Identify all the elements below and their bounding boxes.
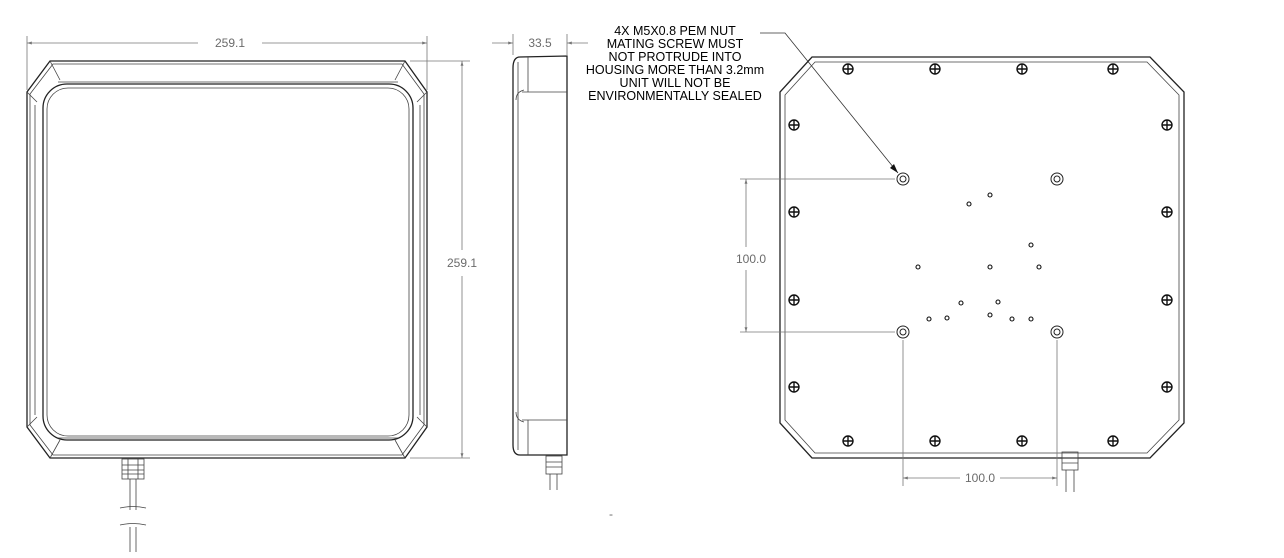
mount-horizontal-dimension: 100.0: [902, 340, 1058, 486]
pem-nut-hole-icon: [899, 328, 907, 336]
screw-cross-icon: [789, 207, 799, 217]
note-line: UNIT WILL NOT BE: [620, 76, 731, 90]
screw-cross-icon: [789, 382, 799, 392]
small-hole-icon: [1028, 316, 1034, 322]
back-view: [779, 56, 1185, 492]
note-line: 4X M5X0.8 PEM NUT: [614, 24, 736, 38]
screw-cross-icon: [1108, 436, 1118, 446]
pem-nut-icon: [1050, 325, 1064, 339]
pem-nut-hole-icon: [1053, 328, 1061, 336]
front-width-dimension: 259.1: [26, 36, 428, 90]
small-hole-icon: [987, 264, 993, 270]
note-line: NOT PROTRUDE INTO: [609, 50, 742, 64]
note-line: ENVIRONMENTALLY SEALED: [588, 89, 762, 103]
front-height-label: 259.1: [447, 256, 477, 270]
screw-cross-icon: [1017, 436, 1027, 446]
screw-cross-icon: [1108, 64, 1118, 74]
pem-nut-icon: [1050, 172, 1064, 186]
note-line: HOUSING MORE THAN 3.2mm: [586, 63, 764, 77]
cable-connector: [119, 458, 147, 552]
small-hole-icon: [966, 201, 972, 207]
screw-cross-icon: [843, 436, 853, 446]
screw-cross-icon: [789, 295, 799, 305]
small-hole-icon: [944, 315, 950, 321]
pem-nut-hole-icon: [899, 175, 907, 183]
small-hole-icon: [995, 299, 1001, 305]
pem-nut-hole-icon: [1053, 175, 1061, 183]
screw-cross-icon: [1162, 120, 1172, 130]
screw-cross-icon: [1162, 207, 1172, 217]
mounting-holes: [788, 63, 1173, 447]
small-hole-icon: [1028, 242, 1034, 248]
small-hole-icon: [926, 316, 932, 322]
side-view: [512, 55, 568, 490]
small-hole-icon: [1009, 316, 1015, 322]
small-hole-icon: [1036, 264, 1042, 270]
front-height-dimension: 259.1: [410, 60, 477, 459]
small-hole-icon: [958, 300, 964, 306]
pem-nut-note: 4X M5X0.8 PEM NUT MATING SCREW MUST NOT …: [586, 24, 899, 174]
note-line: MATING SCREW MUST: [607, 37, 744, 51]
front-width-label: 259.1: [215, 36, 245, 50]
small-hole-icon: [915, 264, 921, 270]
side-depth-dimension: 33.5: [492, 34, 588, 55]
screw-cross-icon: [789, 120, 799, 130]
screw-cross-icon: [930, 64, 940, 74]
side-depth-label: 33.5: [528, 36, 552, 50]
screw-cross-icon: [1162, 382, 1172, 392]
screw-cross-icon: [843, 64, 853, 74]
screw-cross-icon: [1017, 64, 1027, 74]
mount-vertical-label: 100.0: [736, 252, 766, 266]
pem-nut-icon: [896, 172, 910, 186]
small-hole-icon: [987, 192, 993, 198]
stray-mark: -: [609, 507, 613, 521]
screw-cross-icon: [1162, 295, 1172, 305]
small-hole-icon: [987, 312, 993, 318]
mount-horizontal-label: 100.0: [965, 471, 995, 485]
pem-nut-icon: [896, 325, 910, 339]
screw-cross-icon: [930, 436, 940, 446]
mount-vertical-dimension: 100.0: [736, 178, 895, 333]
front-view: [26, 60, 428, 552]
